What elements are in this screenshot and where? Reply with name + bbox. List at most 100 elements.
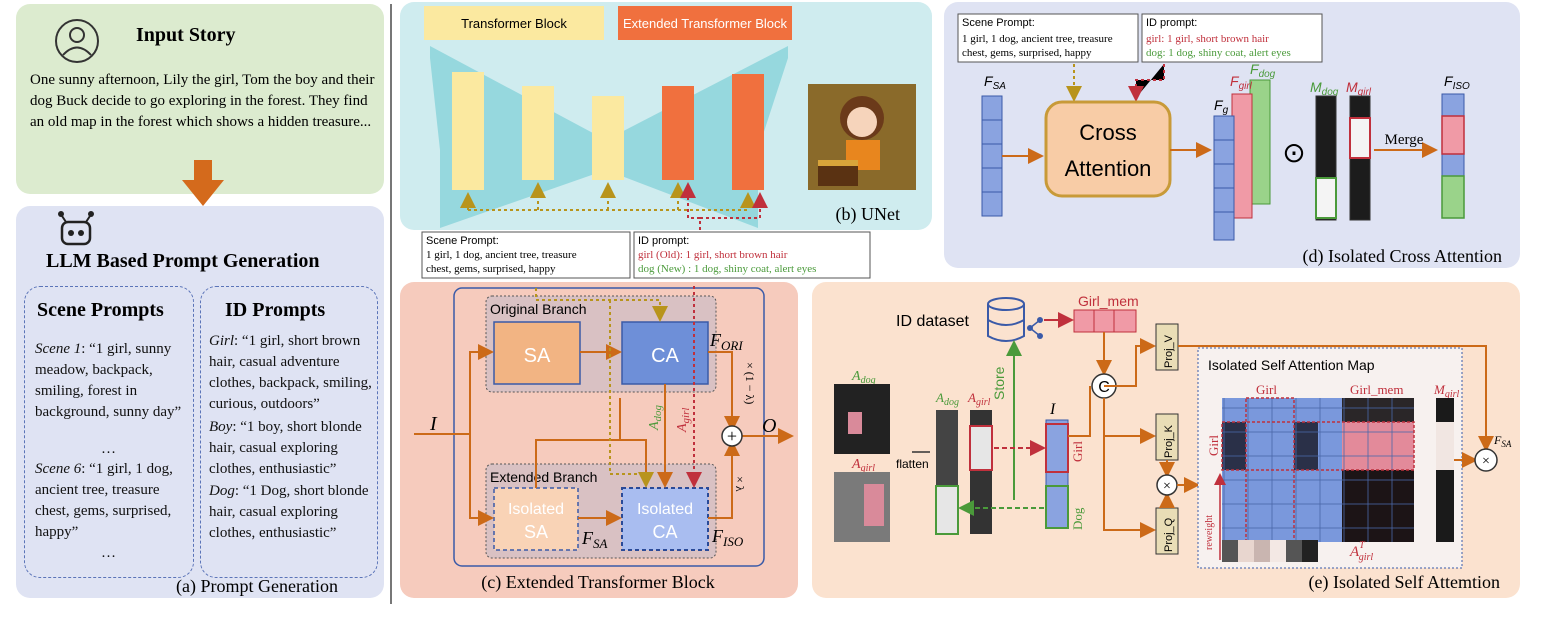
transformer-block-1 (452, 72, 484, 190)
robot-icon (58, 211, 94, 246)
girl-mem-vector (1073, 309, 1137, 333)
a-girl-col-label: Agirl (967, 390, 991, 408)
isolated-sa-block (493, 487, 579, 551)
id-prompt-title-b: ID prompt: (638, 235, 689, 247)
story-title: Input Story (136, 24, 236, 46)
panel-a-caption: (a) Prompt Generation (176, 576, 338, 596)
scene-prompts-header: Scene Prompts (37, 299, 164, 321)
extended-block-1 (662, 86, 694, 180)
scene-prompts-box: Scene Prompts Scene 1: “1 girl, sunny me… (24, 286, 194, 578)
isolated-sa-label-2: SA (524, 522, 548, 542)
hadamard-symbol: ⊙ (1282, 138, 1305, 169)
id-prompt-line1-d: girl: 1 girl, short brown hair (1146, 33, 1269, 45)
map-girl-label: Girl (1256, 382, 1277, 397)
f-sa-label-c: FSA (581, 528, 608, 551)
id-dataset-label: ID dataset (896, 313, 969, 330)
id-prompts-box: ID Prompts Girl: “1 girl, short brown ha… (200, 286, 378, 578)
sa-block (493, 321, 581, 385)
sum-node (721, 425, 743, 447)
scene-prompt-line2-d: chest, gems, surprised, happy (962, 47, 1092, 59)
scene-ellipsis-2: … (101, 545, 116, 561)
f-sa-vector-d (981, 95, 1003, 217)
f-girl-vector (1231, 93, 1253, 219)
sa-label: SA (524, 345, 551, 367)
attention-map-title: Isolated Self Attention Map (1208, 357, 1375, 373)
extended-branch-label: Extended Branch (490, 469, 597, 485)
id-prompt-line2-d: dog: 1 dog, shiny coat, alert eyes (1146, 47, 1291, 59)
flatten-label: flatten (896, 457, 929, 471)
llm-prompt-generation-panel: LLM Based Prompt Generation Scene Prompt… (16, 206, 384, 598)
f-ori-label: FORI (709, 330, 743, 353)
concat-label: C (1098, 379, 1110, 396)
isolated-self-attention-panel: ID dataset Girl_mem Store Adog Agirl fla… (812, 282, 1520, 598)
m-girl-label-e: Mgirl (1433, 382, 1460, 400)
original-branch-label: Original Branch (490, 301, 587, 317)
panel-d-caption: (d) Isolated Cross Attention (1303, 246, 1502, 267)
panel-c-caption: (c) Extended Transformer Block (481, 572, 714, 593)
extended-block-legend (618, 6, 792, 40)
f-dog-vector (1249, 79, 1271, 205)
proj-k-label: Proj_K (1163, 424, 1175, 458)
id-prompt-title-d: ID prompt: (1146, 17, 1197, 29)
merge-label: Merge (1385, 132, 1424, 148)
isolated-ca-block (621, 487, 709, 551)
scene-prompt-line1-d: 1 girl, 1 dog, ancient tree, treasure (962, 33, 1113, 45)
store-label: Store (991, 366, 1007, 400)
final-multiply-node (1474, 448, 1498, 472)
scene1-prompt: Scene 1: “1 girl, sunny meadow, backpack… (35, 341, 182, 420)
girl-side-label: Girl (1070, 441, 1085, 462)
scene-prompt-box-b (421, 231, 631, 279)
map-girl-mem-label: Girl_mem (1350, 382, 1403, 397)
extended-block-2 (732, 74, 764, 190)
multiply-symbol: × (1163, 479, 1171, 494)
weight-bottom-label: × λ (733, 476, 747, 492)
a-girl-label-c: Agirl (675, 408, 692, 433)
llm-title: LLM Based Prompt Generation (46, 250, 320, 272)
isolated-cross-attention-panel: Scene Prompt: 1 girl, 1 dog, ancient tre… (944, 2, 1520, 268)
extended-transformer-panel: Original Branch SA CA Extended Branch Is… (400, 282, 798, 598)
dog-id-prompt: Dog: “1 Dog, short blonde hair, casual e… (209, 483, 369, 541)
scene-prompt-line1-b: 1 girl, 1 dog, ancient tree, treasure (426, 249, 577, 261)
transformer-block-3 (592, 96, 624, 180)
panel-b-caption: (b) UNet (836, 204, 900, 225)
panel-e-caption: (e) Isolated Self Attemtion (1309, 572, 1500, 593)
f-iso-label: FISO (711, 526, 744, 549)
scene-prompt-title-d: Scene Prompt: (962, 17, 1035, 29)
girl-mem-label: Girl_mem (1078, 293, 1139, 309)
extended-block-label: Extended Transformer Block (623, 16, 788, 31)
output-o-label: O (762, 415, 776, 437)
isolated-sa-label-1: Isolated (508, 501, 564, 518)
transformer-block-2 (522, 86, 554, 180)
a-dog-label-e: Adog (851, 369, 876, 386)
down-arrow-icon (182, 160, 224, 206)
f-sa-label-e: FSA (1493, 433, 1512, 449)
proj-v-label: Proj_V (1163, 334, 1175, 368)
transformer-block-legend (424, 6, 604, 40)
m-girl-label: Mgirl (1346, 79, 1372, 98)
user-icon (55, 19, 99, 63)
id-prompt-line2-b: dog (New) : 1 dog, shiny coat, alert eye… (638, 263, 816, 275)
f-girl-label: Fgirl (1230, 73, 1253, 92)
a-dog-label-c: Adog (647, 404, 664, 431)
scene-ellipsis-1: … (101, 441, 116, 457)
a-girl-label-e: Agirl (851, 457, 875, 474)
cross-attention-block (1044, 100, 1172, 198)
cross-attention-label-2: Attention (1065, 156, 1152, 181)
i-label-e: I (1049, 401, 1056, 418)
row-girl-label: Girl (1206, 435, 1221, 456)
weight-top-label: × (1 − λ) (743, 362, 757, 404)
m-dog-label: Mdog (1310, 79, 1339, 98)
scene-prompt-title-b: Scene Prompt: (426, 235, 499, 247)
scene-prompt-line2-b: chest, gems, surprised, happy (426, 263, 556, 275)
scene-prompt-box-d (957, 13, 1139, 63)
proj-q-label: Proj_Q (1163, 517, 1175, 552)
unet-panel: Transformer Block Extended Transformer B… (400, 2, 932, 279)
f-g-label: Fg (1214, 97, 1229, 116)
scene6-prompt: Scene 6: “1 girl, 1 dog, ancient tree, t… (35, 461, 173, 540)
story-text: One sunny afternoon, Lily the girl, Tom … (30, 72, 375, 130)
f-g-vector (1213, 115, 1235, 241)
f-sa-label-d: FSA (984, 73, 1006, 92)
final-multiply-symbol: × (1482, 454, 1490, 469)
a-dog-col-label: Adog (935, 390, 959, 408)
